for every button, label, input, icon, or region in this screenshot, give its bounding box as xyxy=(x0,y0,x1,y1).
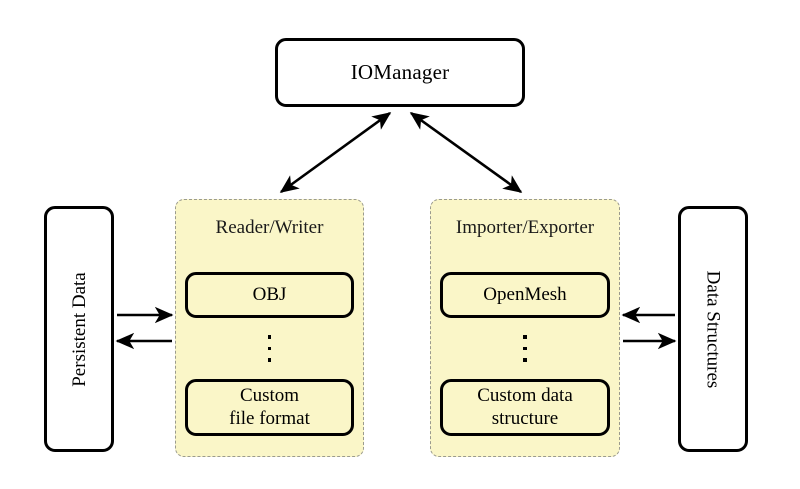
item-obj-label: OBJ xyxy=(252,283,287,305)
io-manager-label: IOManager xyxy=(350,60,450,84)
item-openmesh[interactable]: OpenMesh xyxy=(440,272,610,318)
ellipsis-dot xyxy=(267,358,272,362)
arrow-manager-reader-writer xyxy=(279,111,392,194)
item-custom-data-structure[interactable]: Custom data structure xyxy=(440,379,610,436)
data-structures-label: Data Structures xyxy=(702,270,724,388)
persistent-data-label: Persistent Data xyxy=(68,271,90,387)
ellipsis-dot xyxy=(267,335,272,339)
item-custom-data-structure-line2: structure xyxy=(491,407,559,429)
item-custom-file-format-label: Custom file format xyxy=(229,385,310,430)
ellipsis-reader-writer xyxy=(176,335,363,362)
ellipsis-importer-exporter xyxy=(431,335,619,362)
io-manager-node[interactable]: IOManager xyxy=(275,38,525,107)
arrow-manager-importer-exporter xyxy=(409,111,523,194)
ellipsis-dot xyxy=(523,358,527,362)
item-custom-file-format-line2: file format xyxy=(229,407,310,429)
data-structures-node[interactable]: Data Structures xyxy=(678,206,748,452)
persistent-data-node[interactable]: Persistent Data xyxy=(44,206,114,452)
panel-importer-exporter-title: Importer/Exporter xyxy=(455,217,595,238)
panel-importer-exporter[interactable]: Importer/Exporter OpenMesh Custom data s… xyxy=(430,199,620,457)
ellipsis-dot xyxy=(267,346,272,350)
panel-reader-writer[interactable]: Reader/Writer OBJ Custom file format xyxy=(175,199,364,457)
item-custom-file-format-line1: Custom xyxy=(239,385,300,407)
item-custom-file-format[interactable]: Custom file format xyxy=(185,379,354,436)
ellipsis-dot xyxy=(523,346,527,350)
item-custom-data-structure-label: Custom data structure xyxy=(477,385,573,430)
item-obj[interactable]: OBJ xyxy=(185,272,354,318)
panel-reader-writer-title: Reader/Writer xyxy=(215,217,324,238)
item-openmesh-label: OpenMesh xyxy=(483,283,567,305)
ellipsis-dot xyxy=(523,335,527,339)
item-custom-data-structure-line1: Custom data xyxy=(477,385,573,407)
